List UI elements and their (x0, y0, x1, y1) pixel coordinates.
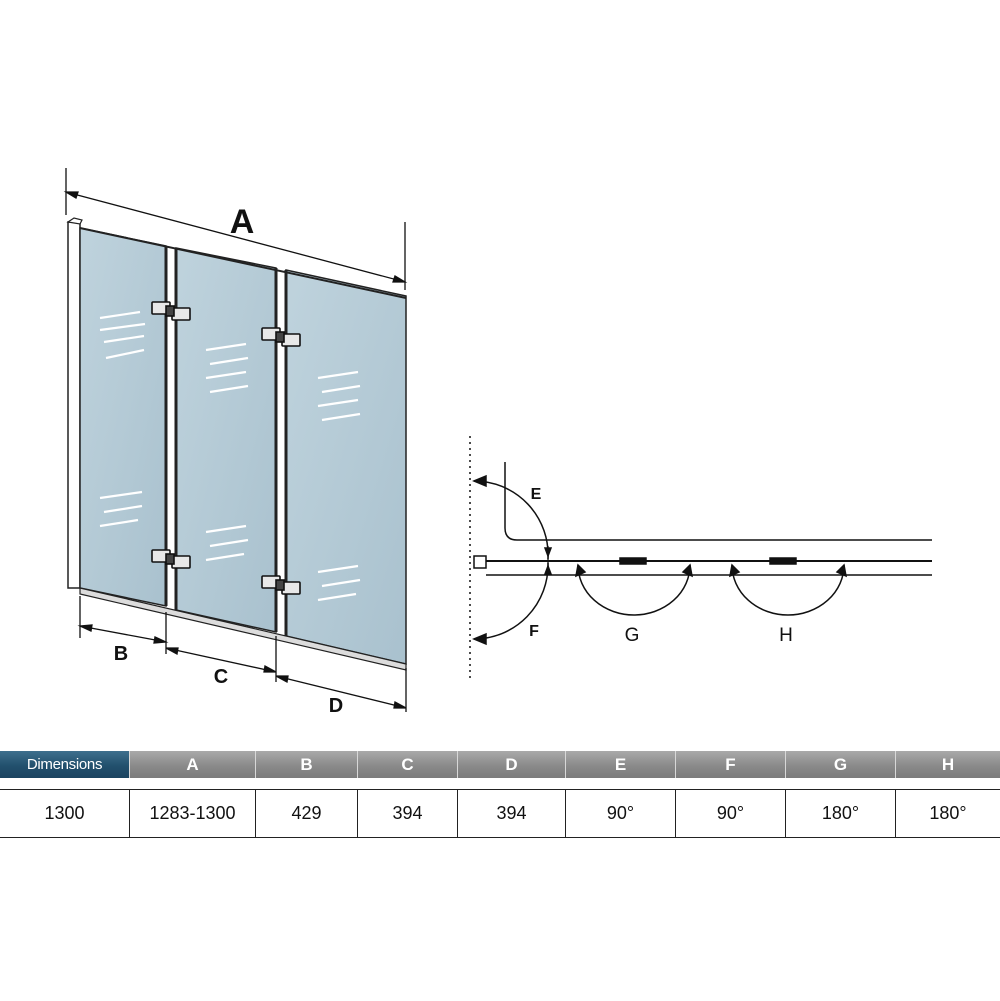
frost-stripes-3 (317, 370, 361, 602)
value-cell-f: 90° (676, 790, 786, 837)
label-h: H (779, 625, 793, 646)
value-cell-b: 429 (256, 790, 358, 837)
value-cell-g: 180° (786, 790, 896, 837)
label-d: D (329, 695, 343, 717)
label-f: F (529, 623, 539, 640)
label-c: C (214, 666, 228, 688)
label-g: G (625, 625, 640, 646)
value-cell-d: 394 (458, 790, 566, 837)
label-b: B (114, 643, 128, 665)
value-cell-dimensions: 1300 (0, 790, 130, 837)
header-cell-c: C (358, 751, 458, 778)
glass-panel-3 (285, 269, 407, 665)
frost-stripes-2 (205, 342, 249, 562)
wall-profile (67, 221, 81, 589)
header-cell-h: H (941, 755, 955, 774)
glass-panel-2 (175, 247, 277, 633)
dimension-bcd-lines (77, 596, 407, 712)
hinge-2-top (261, 327, 301, 347)
label-a: A (230, 203, 255, 241)
plan-view (469, 436, 932, 682)
header-cell-d: D (458, 751, 566, 778)
value-cell-h: 180° (929, 803, 967, 823)
arc-h (731, 564, 845, 616)
value-cell-a: 1283-1300 (130, 790, 256, 837)
hinge-1-bottom (151, 549, 191, 569)
header-cell-b: B (256, 751, 358, 778)
arc-e (473, 480, 549, 560)
dimensions-table: Dimensions A B C D E F G H 1300 1283-130… (0, 751, 1000, 839)
arc-g (577, 564, 691, 616)
header-cell-g: G (786, 751, 896, 778)
value-cell-e: 90° (566, 790, 676, 837)
header-cell-dimensions: Dimensions (0, 751, 130, 778)
label-e: E (531, 486, 542, 503)
frost-stripes-1 (99, 310, 146, 528)
hinge-2-bottom (261, 575, 301, 595)
header-cell-a: A (130, 751, 256, 778)
table-value-row: 1300 1283-1300 429 394 394 90° 90° 180° … (0, 789, 1000, 838)
arc-f (473, 562, 549, 640)
header-cell-e: E (566, 751, 676, 778)
value-cell-c: 394 (358, 790, 458, 837)
dimension-a-line (63, 168, 408, 290)
bath-rim (504, 462, 932, 541)
hinge-1-top (151, 301, 191, 321)
header-cell-f: F (676, 751, 786, 778)
elevation-view: A B C D (63, 168, 408, 717)
table-header-row: Dimensions A B C D E F G H (0, 751, 1000, 778)
